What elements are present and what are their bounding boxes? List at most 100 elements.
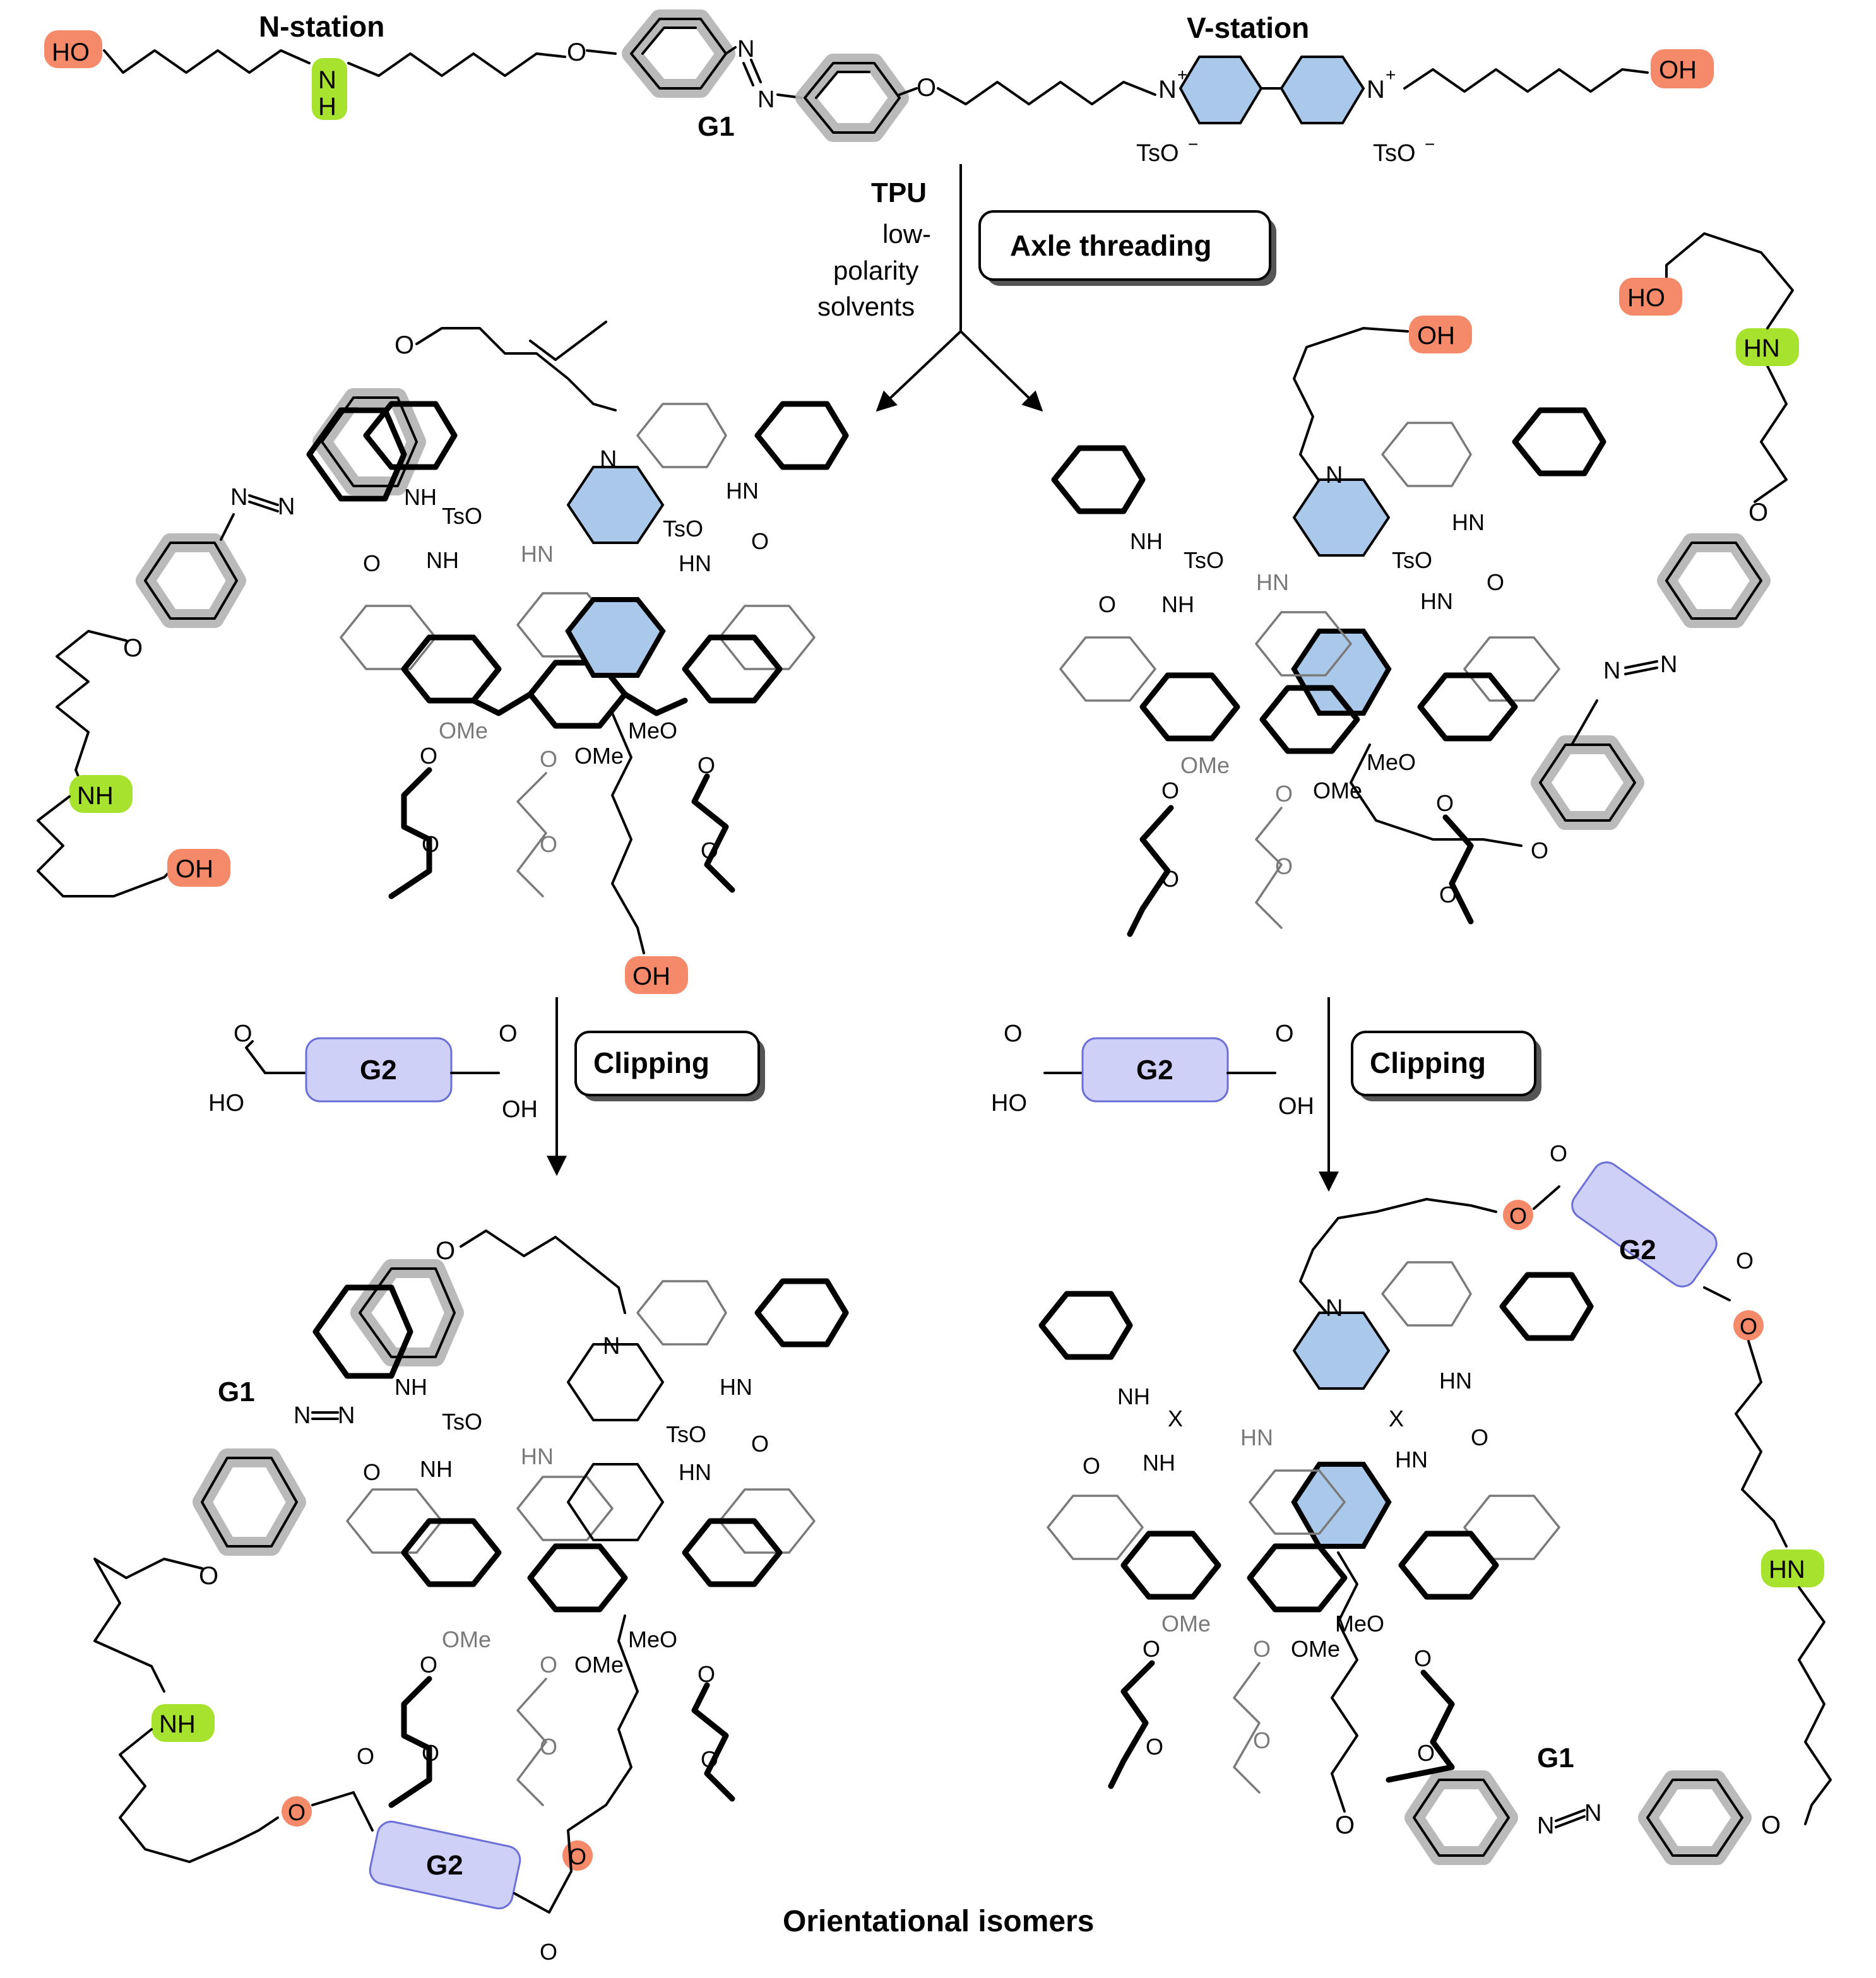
pl-ester-o-4: O <box>540 1939 557 1965</box>
right-tso-1: TsO <box>1184 547 1224 573</box>
left-azo-n1: N <box>230 484 247 511</box>
left-o-c: O <box>540 746 557 772</box>
pr-azo-n1: N <box>1537 1813 1554 1839</box>
right-tso-2: TsO <box>1392 547 1432 573</box>
pr-g2-box <box>1571 1161 1718 1288</box>
pl-urea-o-2: O <box>751 1431 769 1457</box>
right-azo-ring-a <box>1539 743 1636 822</box>
right-ome-2: OMe <box>1313 778 1362 803</box>
clip-left-acid-oh: OH <box>502 1096 538 1123</box>
left-n-plus: N <box>600 446 617 473</box>
pr-nh-label: HN <box>1769 1556 1805 1584</box>
clip-right-acid-oh: OH <box>1278 1093 1314 1120</box>
right-ome-1: OMe <box>1180 752 1230 778</box>
right-o-c: O <box>1275 781 1293 807</box>
right-o-g: O <box>1531 838 1548 863</box>
pl-g2-label: G2 <box>426 1850 463 1881</box>
pr-n-plus: N <box>1326 1295 1343 1322</box>
right-urea-hn-2: HN <box>1420 588 1453 614</box>
right-oh-label-a: OH <box>1417 322 1455 350</box>
v-station-label: V-station <box>1187 11 1309 44</box>
pl-ester-o-2: O <box>357 1743 374 1769</box>
pr-x-2: X <box>1389 1406 1404 1431</box>
clip-left-g2-label: G2 <box>360 1055 397 1086</box>
pr-ether-o-right: O <box>1761 1811 1781 1839</box>
pr-ome-1: OMe <box>1161 1611 1211 1637</box>
clip-left-box <box>574 1031 760 1096</box>
pl-g1-label: G1 <box>218 1377 255 1407</box>
rotaxane-right-intermediate: OH N NH NH O TsO HN HN O TsO HN OMe OMe … <box>1051 232 1799 937</box>
left-ome-2: OMe <box>574 743 624 769</box>
right-azo-ring-b <box>1665 542 1762 620</box>
pl-n-plus: N <box>603 1333 620 1359</box>
pr-ester-o-4-label: O <box>1740 1313 1757 1339</box>
pr-nh-highlight <box>1761 1549 1824 1587</box>
pl-pyridinium-threaded <box>567 1463 664 1541</box>
right-oh-highlight-b <box>1619 278 1682 316</box>
pr-x-1: X <box>1168 1406 1183 1431</box>
left-ome-1: OMe <box>439 718 488 743</box>
clip-right-box-label: Clipping <box>1370 1046 1486 1079</box>
pr-ester-o-1-label: O <box>1509 1203 1527 1229</box>
threading-condition-1: low- <box>882 219 931 249</box>
right-nh-highlight <box>1736 328 1799 366</box>
oh-highlight-right <box>1651 49 1714 88</box>
right-azo-n1: N <box>1603 658 1620 684</box>
left-nh-label: NH <box>77 782 114 810</box>
azobenzene-halo-2 <box>795 54 909 142</box>
pr-urea-o-2: O <box>1471 1424 1488 1450</box>
clip-left-acid-o2: O <box>499 1021 518 1047</box>
pl-urea-hn-2: HN <box>679 1459 711 1485</box>
right-urea-o-2: O <box>1487 569 1504 595</box>
left-phenyl-threaded <box>306 407 407 502</box>
pr-pyridinium-top <box>1292 1312 1391 1390</box>
pr-ester-o-2: O <box>1550 1140 1567 1166</box>
axle-counterion-2: TsO <box>1373 140 1416 167</box>
product-left-rotaxane: O G1 N N O NH O O G2 O O <box>93 1229 849 1965</box>
pl-azo-n2: N <box>338 1402 355 1429</box>
right-azo-halo-b <box>1657 533 1771 628</box>
left-azo-ring-a <box>321 396 418 487</box>
pl-ester-o-1 <box>282 1796 312 1827</box>
pyridinium-ring-1 <box>1178 56 1263 124</box>
pr-urea-hn-1: HN <box>1439 1368 1472 1394</box>
left-oh-highlight-a <box>167 849 230 887</box>
axle-oh-right: OH <box>1659 56 1697 84</box>
right-pyridinium-threaded <box>1291 629 1392 716</box>
right-oh-highlight-a <box>1409 316 1472 353</box>
left-o-a: O <box>420 743 437 769</box>
pr-o-c: O <box>1253 1636 1271 1662</box>
axle-counterion-1: TsO <box>1136 140 1179 167</box>
left-pyridinium-top <box>566 466 665 544</box>
right-nh-label: HN <box>1743 335 1780 362</box>
right-o-d: O <box>1275 853 1293 879</box>
pr-urea-o-1: O <box>1083 1453 1100 1479</box>
axle-oh-left: HO <box>52 38 90 66</box>
left-tso-1: TsO <box>442 503 482 529</box>
pr-o-d: O <box>1253 1727 1271 1753</box>
left-urea-hn-2: HN <box>679 550 711 576</box>
left-urea-nh-2: NH <box>426 547 459 573</box>
axle-nh-h: H <box>318 93 336 121</box>
product-right-rotaxane: O O G2 O O HN O N N G1 O N <box>1038 1140 1832 1865</box>
clip-right-acid-o2: O <box>1275 1021 1294 1047</box>
pl-nh-highlight <box>151 1704 215 1742</box>
threading-condition-2: polarity <box>833 256 918 285</box>
step-clipping-right: O HO G2 O OH Clipping <box>991 997 1541 1192</box>
azobenzene-halo-1 <box>622 9 735 98</box>
left-oh-label-b: OH <box>632 962 670 990</box>
left-tso-2: TsO <box>663 516 703 542</box>
pr-azo-ring-b <box>1646 1779 1743 1857</box>
pl-urea-nh-2: NH <box>420 1456 453 1482</box>
clip-right-g2-box <box>1081 1037 1229 1103</box>
pr-g1-label: G1 <box>1537 1743 1574 1774</box>
right-n-plus: N <box>1326 462 1343 489</box>
left-pyridinium-threaded <box>565 597 666 678</box>
pl-azo-ring-a <box>359 1267 456 1358</box>
pl-ether-o-mid: O <box>199 1562 218 1590</box>
right-hn-gray: HN <box>1256 569 1289 595</box>
pl-ome-2: OMe <box>574 1652 624 1678</box>
axle-pyr-n2: N <box>1367 76 1385 104</box>
left-azo-n2: N <box>278 494 295 520</box>
